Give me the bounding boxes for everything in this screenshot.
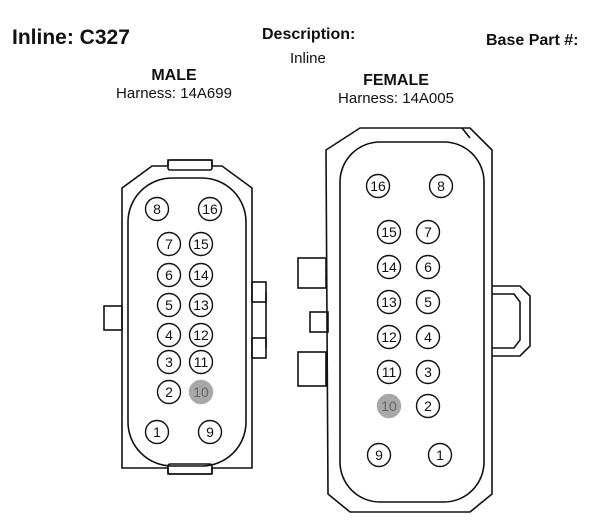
female-pin-11 — [376, 359, 402, 385]
female-pin-label-4: 4 — [424, 329, 432, 345]
female-right-latch — [492, 285, 531, 357]
female-pin-label-8: 8 — [437, 178, 445, 194]
male-outer-shell — [121, 159, 253, 475]
female-pin-16 — [365, 173, 391, 199]
female-right-latch-inner — [492, 293, 521, 349]
male-pin-label-2: 2 — [165, 384, 173, 400]
male-bottom-latch — [167, 463, 213, 475]
male-pin-label-1: 1 — [153, 424, 161, 440]
male-pin-11 — [188, 349, 214, 375]
male-pin-label-3: 3 — [165, 354, 173, 370]
male-top-latch — [167, 159, 213, 171]
female-pin-label-11: 11 — [382, 364, 397, 380]
male-pin-label-8: 8 — [153, 201, 161, 217]
female-outer-shell — [325, 127, 493, 513]
female-left-tab-lower — [297, 351, 327, 387]
female-pin-9 — [366, 442, 392, 468]
female-pin-14 — [376, 254, 402, 280]
male-pin-6 — [156, 262, 182, 288]
male-pin-2 — [156, 379, 182, 405]
male-pin-label-5: 5 — [165, 297, 173, 313]
female-pin-8 — [428, 173, 454, 199]
male-pin-grid: 8 16 7 15 6 14 5 13 4 12 3 11 2 10 1 9 — [144, 196, 223, 445]
female-pin-label-12: 12 — [381, 329, 397, 345]
male-pin-label-16: 16 — [202, 201, 218, 217]
female-inner-body — [339, 141, 485, 503]
male-pin-label-12: 12 — [193, 327, 209, 343]
male-pin-14 — [188, 262, 214, 288]
female-connector-header: FEMALE Harness: 14A005 — [306, 72, 486, 107]
female-pin-3 — [415, 359, 441, 385]
female-pin-2 — [415, 393, 441, 419]
female-pin-label-9: 9 — [375, 447, 383, 463]
female-pin-label-16: 16 — [370, 178, 386, 194]
female-pin-label-1: 1 — [436, 447, 444, 463]
male-pin-7 — [156, 231, 182, 257]
description-label: Description: — [262, 26, 356, 43]
female-pin-1 — [427, 442, 453, 468]
female-pin-12 — [376, 324, 402, 350]
male-pin-label-9: 9 — [206, 424, 214, 440]
male-pin-label-13: 13 — [193, 297, 209, 313]
female-pin-15 — [376, 219, 402, 245]
male-gender-label: MALE — [151, 67, 197, 84]
male-pin-13 — [188, 292, 214, 318]
description-value: Inline — [290, 50, 326, 67]
male-harness-label: Harness: 14A699 — [116, 85, 232, 102]
female-pin-grid: 16 8 15 7 14 6 13 5 12 4 11 3 10 2 9 1 — [365, 173, 454, 468]
female-pin-6 — [415, 254, 441, 280]
female-left-tab-middle — [309, 311, 329, 333]
male-pin-4 — [156, 322, 182, 348]
female-pin-label-2: 2 — [424, 398, 432, 414]
female-connector — [297, 127, 531, 513]
male-inner-body — [127, 177, 247, 467]
male-pin-12 — [188, 322, 214, 348]
male-pin-label-4: 4 — [165, 327, 173, 343]
male-pin-9 — [197, 419, 223, 445]
male-pin-label-7: 7 — [165, 236, 173, 252]
male-pin-label-15: 15 — [193, 236, 209, 252]
female-pin-label-6: 6 — [424, 259, 432, 275]
male-connector-header: MALE Harness: 14A699 — [84, 67, 264, 102]
female-gender-label: FEMALE — [363, 72, 429, 89]
male-pin-1 — [144, 419, 170, 445]
male-left-tab — [103, 305, 123, 331]
page-title: Inline: C327 — [12, 26, 130, 49]
male-right-tab-lower — [251, 337, 267, 359]
male-pin-label-14: 14 — [193, 267, 209, 283]
female-pin-13 — [376, 289, 402, 315]
female-pin-label-15: 15 — [381, 224, 397, 240]
female-pin-5 — [415, 289, 441, 315]
male-pin-label-6: 6 — [165, 267, 173, 283]
female-pin-7 — [415, 219, 441, 245]
female-top-notch — [461, 127, 471, 139]
base-part-label: Base Part #: — [486, 32, 579, 49]
female-harness-label: Harness: 14A005 — [338, 90, 454, 107]
male-pin-8 — [144, 196, 170, 222]
female-pin-label-7: 7 — [424, 224, 432, 240]
female-pin-label-10: 10 — [381, 398, 397, 414]
female-pin-label-14: 14 — [381, 259, 397, 275]
male-pin-5 — [156, 292, 182, 318]
male-pin-10 — [188, 379, 214, 405]
male-connector — [103, 159, 267, 475]
female-pin-label-13: 13 — [381, 294, 397, 310]
female-pin-4 — [415, 324, 441, 350]
male-pin-label-11: 11 — [194, 354, 209, 370]
male-right-tab-upper — [251, 281, 267, 303]
female-pin-10 — [376, 393, 402, 419]
male-pin-label-10: 10 — [193, 384, 209, 400]
female-left-tab-upper — [297, 257, 327, 289]
male-pin-3 — [156, 349, 182, 375]
male-pin-16 — [197, 196, 223, 222]
male-pin-15 — [188, 231, 214, 257]
female-pin-label-3: 3 — [424, 364, 432, 380]
female-pin-label-5: 5 — [424, 294, 432, 310]
